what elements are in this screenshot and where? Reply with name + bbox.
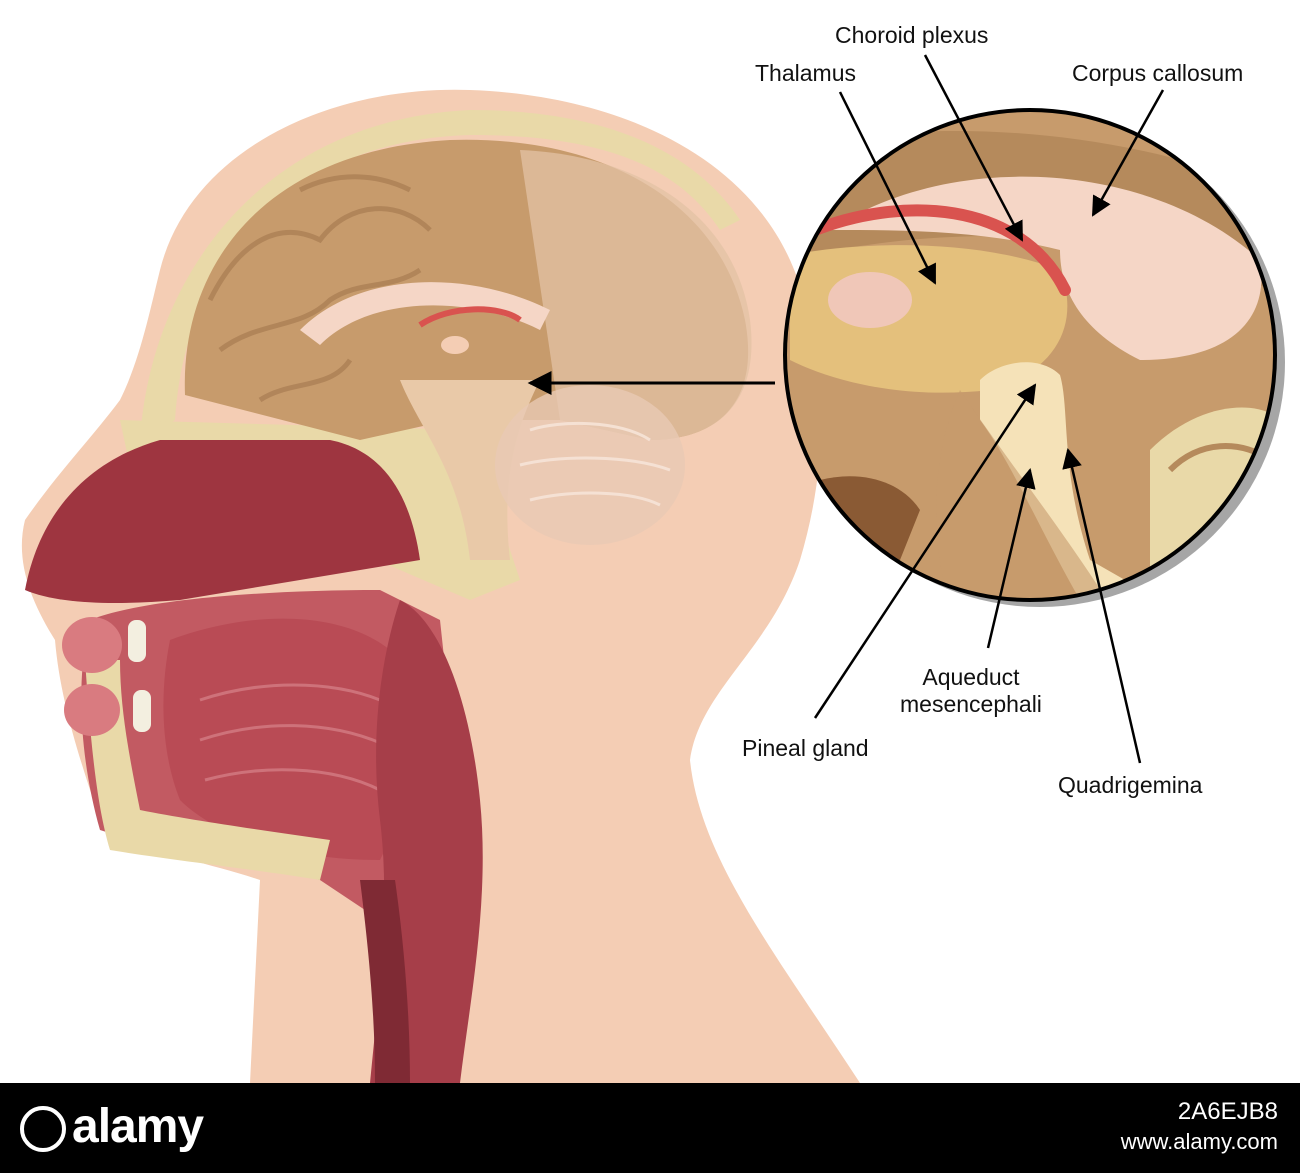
brainstem xyxy=(400,380,540,560)
label-corpus-callosum: Corpus callosum xyxy=(1072,60,1244,86)
leader-thalamus xyxy=(838,91,937,285)
choroid-plexus-large xyxy=(804,204,1071,296)
tooth-upper xyxy=(128,620,146,662)
label-aqueduct-mesencephali: Aqueduct mesencephali xyxy=(900,664,1042,718)
jaw-bone xyxy=(85,660,330,880)
upper-lip xyxy=(62,617,122,673)
nasal-cavity xyxy=(25,440,420,603)
footer-url: www.alamy.com xyxy=(1120,1129,1278,1154)
diagram-stage: Choroid plexus Thalamus Corpus callosum … xyxy=(21,22,1285,1084)
leader-aqueduct xyxy=(986,468,1036,649)
cerebellum-folia xyxy=(519,421,671,507)
pineal-area xyxy=(980,362,1160,600)
cerebrum-faded xyxy=(520,150,752,440)
label-aqueduct-line1: Aqueduct xyxy=(922,664,1020,690)
leader-quadrigemina xyxy=(1062,448,1142,764)
anatomy-illustration xyxy=(21,54,1285,1084)
esophagus xyxy=(360,880,410,1083)
corpus-callosum-small xyxy=(300,282,550,345)
alamy-logo: alamy xyxy=(20,1099,204,1154)
alamy-logo-text: alamy xyxy=(72,1100,204,1153)
alamy-logo-mark-icon xyxy=(20,1106,66,1153)
label-choroid-plexus: Choroid plexus xyxy=(835,22,989,48)
label-thalamus: Thalamus xyxy=(755,60,856,86)
label-quadrigemina: Quadrigemina xyxy=(1058,772,1203,798)
image-id: 2A6EJB8 xyxy=(1177,1098,1278,1125)
cerebellum xyxy=(495,385,685,545)
gyri-lines xyxy=(207,174,432,403)
corpus-callosum-large xyxy=(830,176,1262,360)
leader-choroid xyxy=(923,54,1024,242)
tongue-fibers xyxy=(199,683,386,792)
watermark-footer: alamy 2A6EJB8 www.alamy.com xyxy=(0,1083,1300,1173)
label-aqueduct-line2: mesencephali xyxy=(900,691,1042,717)
leader-corpus xyxy=(1091,89,1165,217)
leader-pineal xyxy=(813,383,1037,719)
tongue xyxy=(163,618,409,860)
choroid-small xyxy=(418,306,522,328)
thalamus-small xyxy=(441,336,469,354)
zoom-circle-border xyxy=(783,108,1277,602)
thalamus-nucleus xyxy=(828,272,912,328)
label-pineal-gland: Pineal gland xyxy=(742,735,869,761)
tooth-lower xyxy=(133,690,151,732)
lower-lip xyxy=(64,684,120,736)
leader-lines xyxy=(813,54,1165,764)
footer-info: 2A6EJB8 www.alamy.com xyxy=(1121,1097,1278,1157)
